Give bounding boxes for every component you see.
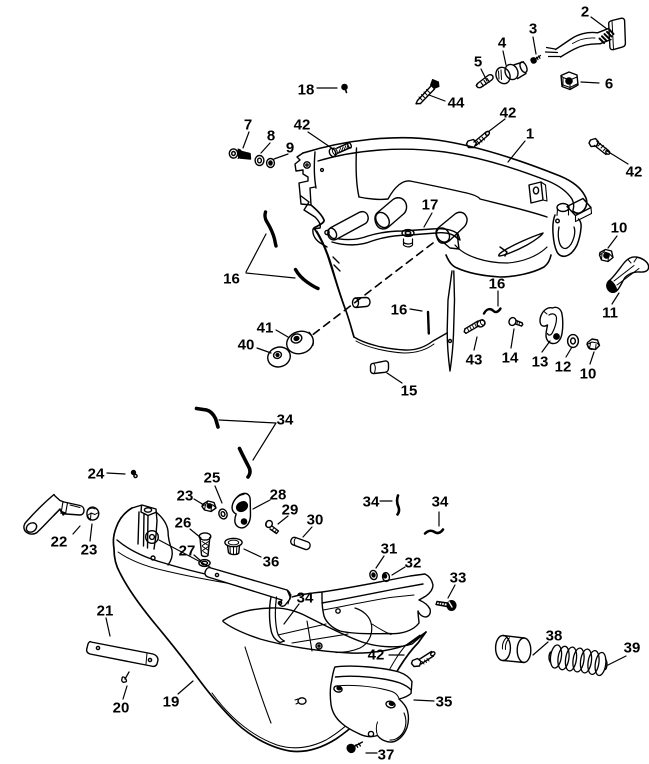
svg-text:33: 33 (450, 570, 467, 587)
svg-text:6: 6 (605, 76, 613, 93)
svg-text:42: 42 (626, 164, 643, 181)
svg-text:34: 34 (297, 590, 314, 607)
svg-text:28: 28 (270, 487, 287, 504)
svg-text:13: 13 (532, 354, 549, 371)
svg-text:2: 2 (581, 4, 589, 21)
svg-text:31: 31 (381, 541, 398, 558)
svg-text:42: 42 (500, 105, 517, 122)
svg-text:16: 16 (391, 302, 408, 319)
svg-text:19: 19 (163, 694, 180, 711)
svg-text:11: 11 (602, 305, 618, 322)
svg-text:1: 1 (526, 126, 534, 143)
svg-text:39: 39 (624, 640, 641, 657)
svg-text:30: 30 (307, 512, 324, 529)
svg-text:26: 26 (175, 515, 192, 532)
svg-text:21: 21 (97, 603, 114, 620)
svg-text:32: 32 (405, 555, 422, 572)
svg-text:7: 7 (244, 117, 252, 134)
svg-text:34: 34 (432, 494, 449, 511)
svg-text:3: 3 (529, 21, 537, 38)
svg-text:17: 17 (422, 197, 439, 214)
svg-text:29: 29 (282, 502, 299, 519)
svg-text:34: 34 (363, 494, 380, 511)
svg-text:38: 38 (546, 628, 563, 645)
svg-text:42: 42 (368, 647, 385, 664)
svg-text:10: 10 (611, 220, 628, 237)
svg-text:4: 4 (498, 35, 507, 52)
svg-text:43: 43 (466, 352, 483, 369)
svg-text:16: 16 (489, 276, 506, 293)
svg-text:8: 8 (267, 128, 275, 145)
svg-text:5: 5 (474, 54, 482, 71)
svg-text:41: 41 (257, 320, 274, 337)
svg-text:9: 9 (286, 140, 294, 157)
svg-text:27: 27 (179, 543, 196, 560)
svg-text:23: 23 (177, 488, 194, 505)
svg-text:37: 37 (378, 747, 395, 764)
svg-text:35: 35 (436, 694, 453, 711)
svg-text:40: 40 (238, 337, 255, 354)
svg-text:14: 14 (502, 350, 519, 367)
svg-text:44: 44 (448, 95, 465, 112)
svg-text:25: 25 (204, 470, 221, 487)
svg-text:24: 24 (88, 466, 105, 483)
svg-text:23: 23 (81, 542, 98, 559)
svg-text:36: 36 (263, 554, 280, 571)
svg-text:20: 20 (113, 700, 130, 717)
svg-text:22: 22 (51, 534, 68, 551)
svg-text:12: 12 (555, 359, 572, 376)
svg-text:42: 42 (294, 117, 311, 134)
svg-text:10: 10 (580, 366, 597, 383)
svg-text:34: 34 (277, 412, 294, 429)
svg-text:16: 16 (223, 271, 240, 288)
svg-text:18: 18 (298, 82, 315, 99)
svg-text:15: 15 (401, 383, 418, 400)
